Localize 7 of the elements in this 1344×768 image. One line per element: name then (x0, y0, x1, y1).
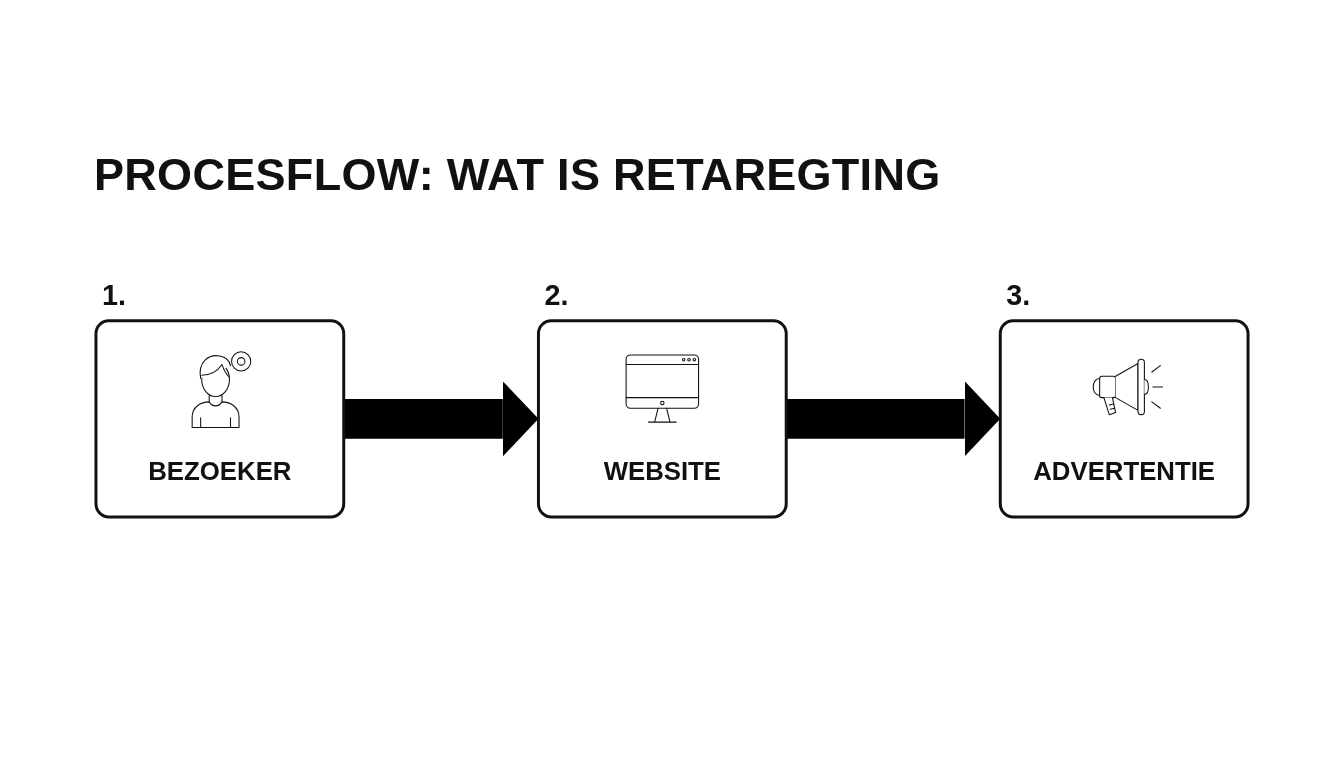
step-number: 2. (544, 278, 569, 311)
step-number: 3. (1006, 278, 1031, 311)
title: PROCESFLOW: WAT IS RETAREGTING (94, 150, 941, 200)
step-number: 1. (101, 278, 126, 311)
node-box: BEZOEKER (94, 319, 346, 519)
node-box: ADVERTENTIE (998, 319, 1250, 519)
node-box: WEBSITE (536, 319, 788, 519)
